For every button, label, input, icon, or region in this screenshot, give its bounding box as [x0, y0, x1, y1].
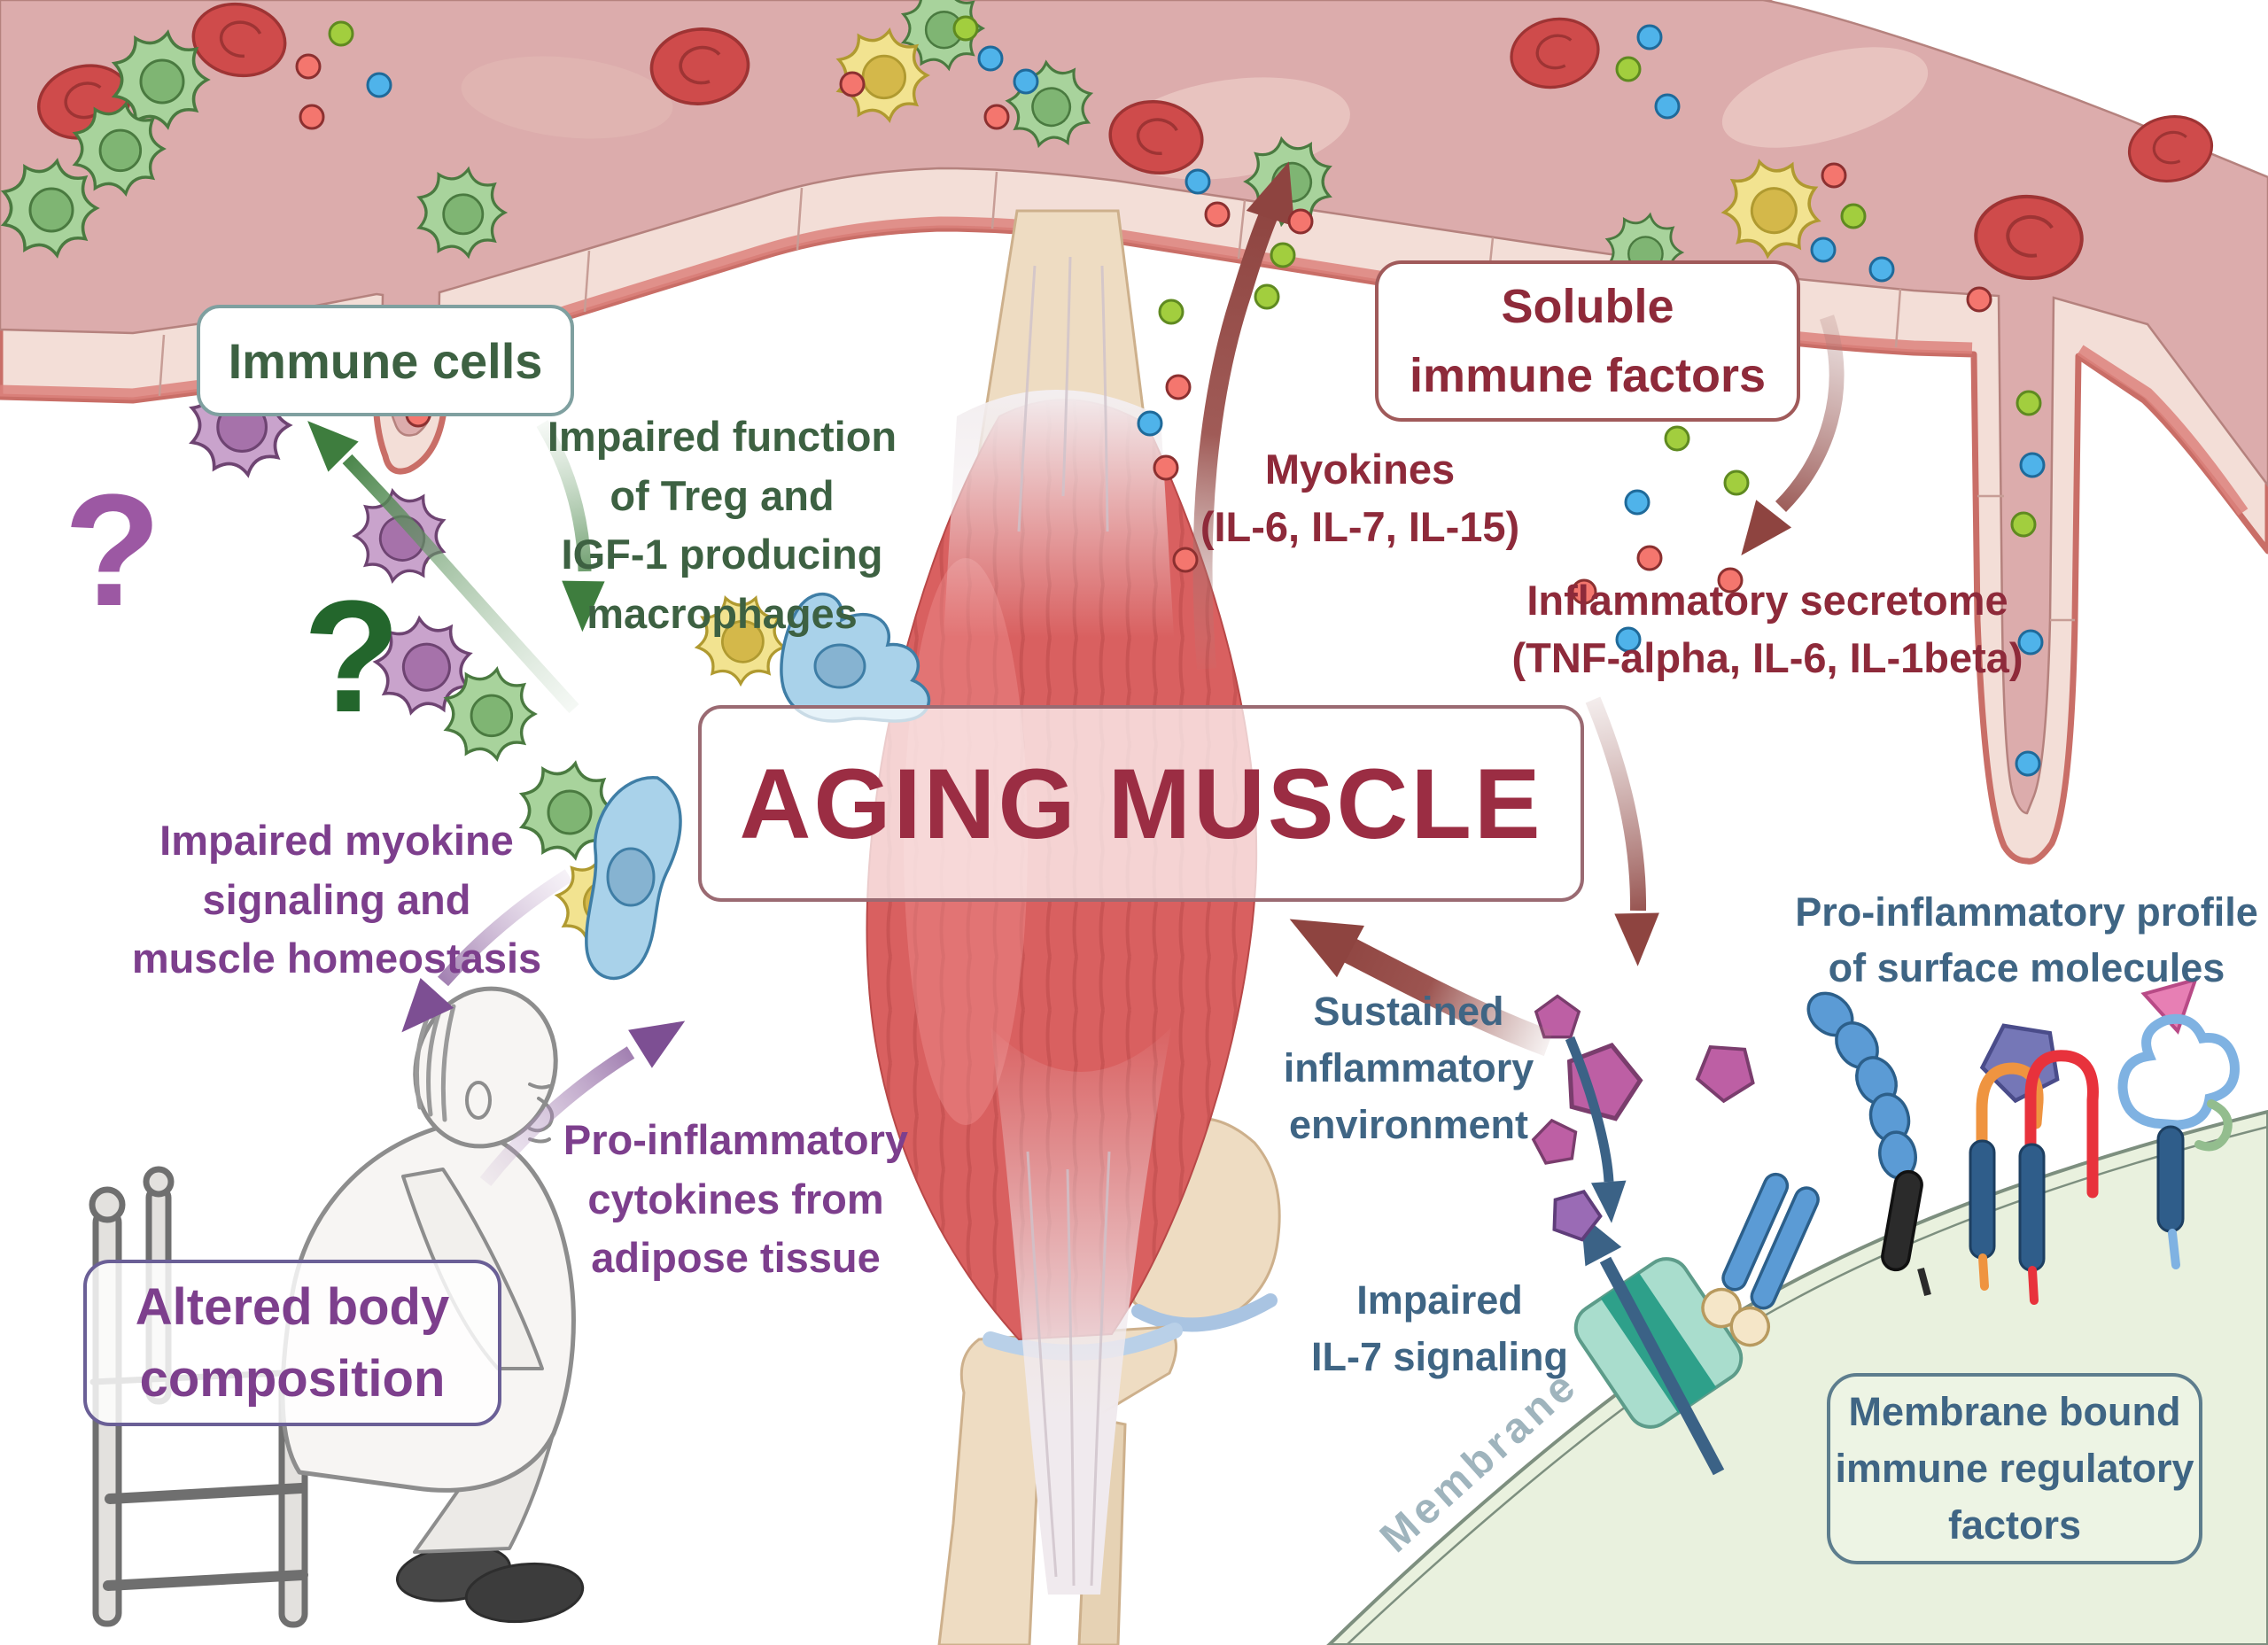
aging-muscle-title-box: AGING MUSCLE [698, 705, 1584, 902]
soluble-immune-factors-box: Soluble immune factors [1375, 260, 1800, 422]
inflammatory-secretome-annotation: Inflammatory secretome (TNF-alpha, IL-6,… [1511, 577, 2023, 681]
impaired-il7-annotation: Impaired IL-7 signaling [1310, 1277, 1569, 1379]
arrow-adipose-to-muscle [479, 1002, 697, 1186]
arrow-cells-to-immune-box [291, 405, 579, 714]
arrow-secretome-to-profile [1585, 696, 1660, 967]
blood-vessel [0, 0, 2268, 865]
membrane-bound-factors-box: Membrane bound immune regulatory factors [1827, 1373, 2202, 1564]
loop-receptor [1969, 1006, 2099, 1305]
question-mark-green: ? [303, 568, 400, 746]
arrow-sustained-to-muscle [1276, 893, 1554, 1057]
soluble-line2: immune factors [1409, 349, 1767, 402]
il7-signaling-arrow [1562, 1204, 1725, 1476]
altered-line1: Altered body [135, 1277, 450, 1336]
arrow-myokines-to-vessel [1192, 153, 1314, 670]
arrow-to-old-man [384, 869, 573, 1048]
question-mark-purple: ? [64, 462, 161, 640]
arrow-vessel-to-secretome [1723, 314, 1845, 570]
immune-cells-box: Immune cells [197, 305, 574, 416]
membrane-box-line3: factors [1947, 1501, 2082, 1548]
arrow-text-to-macrophages [536, 420, 605, 632]
pro-inflammatory-cytokines-annotation: Pro-inflammatory cytokines from adipose … [563, 1116, 909, 1282]
immune-cells-label: Immune cells [228, 332, 543, 389]
pentagon-fall-arrow [1565, 1036, 1629, 1225]
bead-chain-receptor [1806, 991, 1931, 1297]
impaired-myokine-annotation: Impaired myokine signaling and muscle ho… [131, 817, 542, 982]
sustained-environment-annotation: Sustained inflammatory environment [1283, 989, 1534, 1147]
macrophage-cluster [520, 588, 931, 981]
myokines-annotation: Myokines (IL-6, IL-7, IL-15) [1200, 446, 1520, 550]
altered-body-composition-box: Altered body composition [83, 1260, 501, 1426]
membrane-box-line2: immune regulatory [1835, 1446, 2194, 1492]
soluble-line1: Soluble [1501, 279, 1674, 333]
impaired-function-annotation: Impaired function of Treg and IGF-1 prod… [547, 413, 897, 638]
yellow-immune-cells-in-vessel [837, 28, 1832, 268]
pro-inflammatory-profile-annotation: Pro-inflammatory profile of surface mole… [1795, 889, 2258, 990]
hair-strokes [414, 1004, 456, 1122]
altered-line2: composition [139, 1350, 446, 1408]
trefoil-receptor [2117, 977, 2240, 1269]
membrane-box-line1: Membrane bound [1848, 1389, 2181, 1435]
page-title: AGING MUSCLE [739, 748, 1543, 859]
green-immune-cell-questioned [445, 667, 536, 761]
cytokine-pentagons [1529, 994, 1768, 1245]
il7-receptor [1701, 1172, 1820, 1347]
